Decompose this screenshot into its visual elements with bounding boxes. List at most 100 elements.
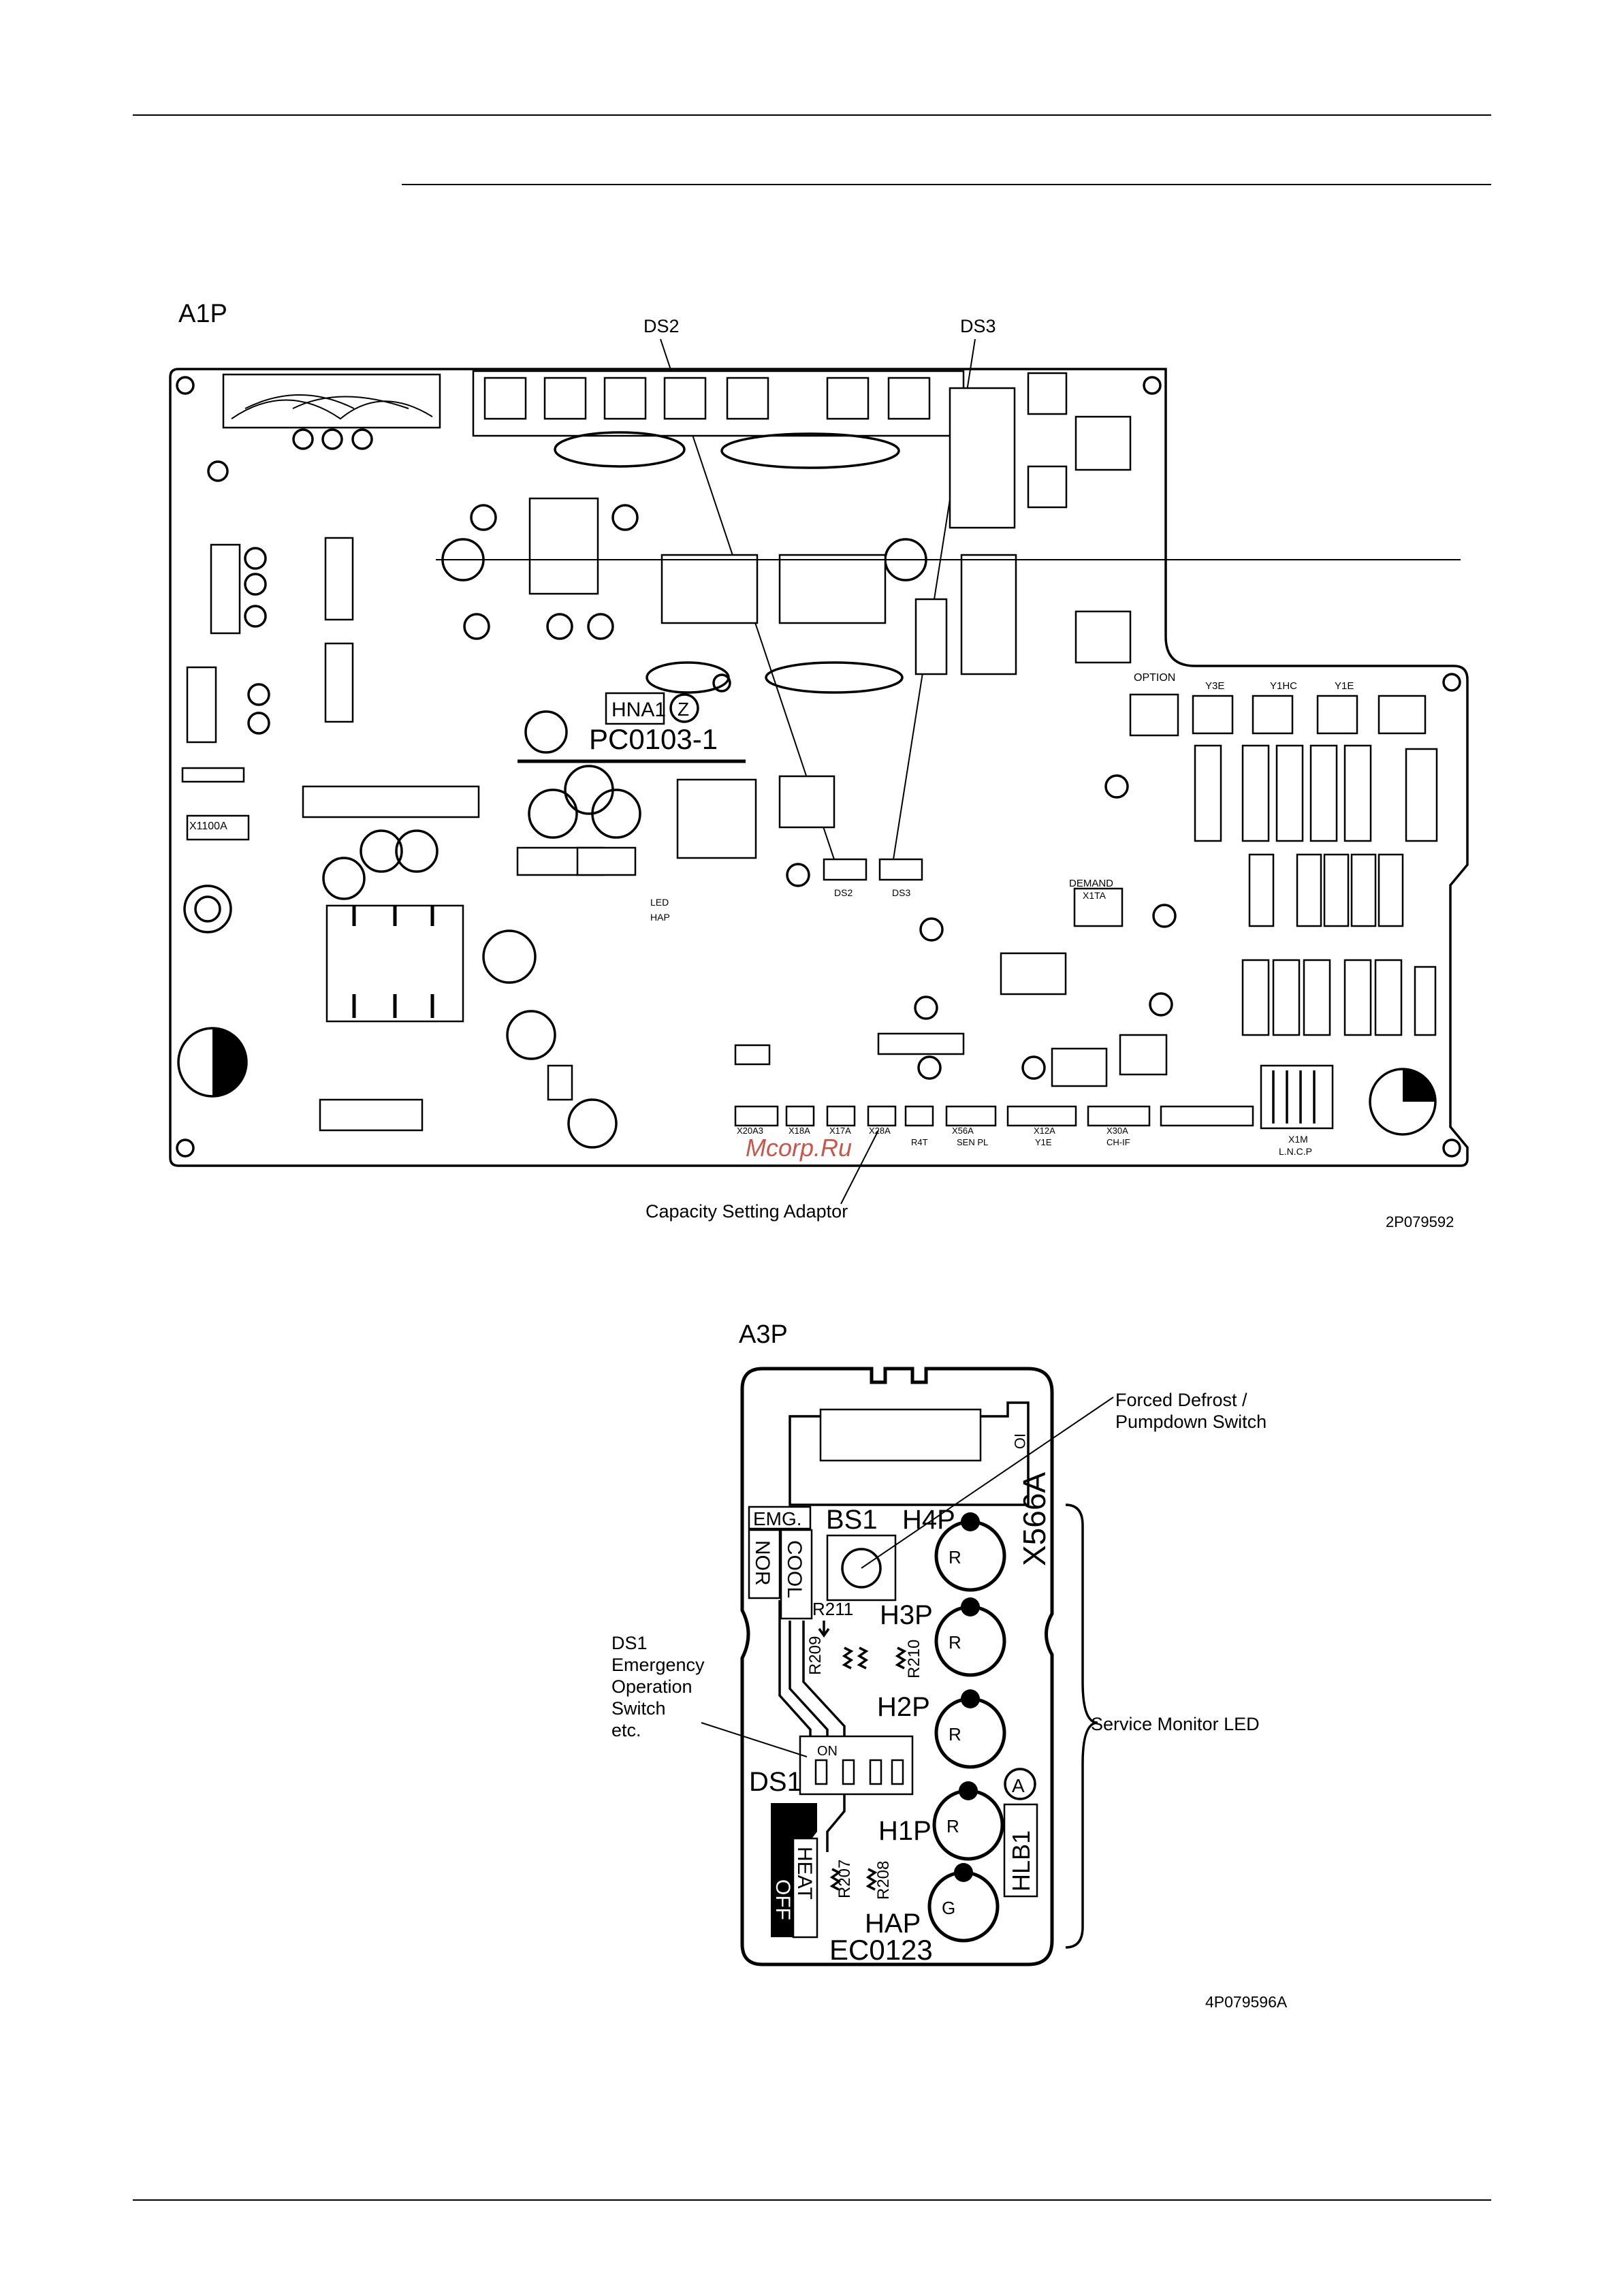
led-hap-lead <box>954 1863 973 1882</box>
mounting-hole <box>176 376 195 395</box>
switch-bs1-knob[interactable] <box>841 1548 882 1589</box>
emg-box <box>748 1506 812 1530</box>
capacity-label: Capacity Setting Adaptor <box>646 1201 848 1222</box>
switch-ds1-levers[interactable] <box>814 1759 904 1785</box>
bottom-rule <box>133 2199 1491 2201</box>
ic-ic919 <box>319 1098 424 1132</box>
silk-hap: HAP <box>865 1909 921 1939</box>
terminal-x1m <box>1260 1064 1334 1130</box>
led-h2p-r: R <box>949 1724 961 1745</box>
silk-x1100a: X1100A <box>189 821 227 832</box>
board-mark: HNA1 <box>611 699 666 721</box>
silk-x20a3: X20A3 <box>737 1126 763 1136</box>
forced-defrost-label-2: Pumpdown Switch <box>1115 1412 1267 1432</box>
connector-x103a <box>734 1044 771 1066</box>
connector-x1100a <box>186 814 250 841</box>
ic-ic1051 <box>576 846 637 876</box>
relay-terminal-row <box>483 377 931 420</box>
led-h3p-r: R <box>949 1632 961 1653</box>
led-h2p <box>934 1697 1006 1769</box>
led-h1p-r: R <box>946 1816 959 1836</box>
electrolytic-capacitor <box>786 863 810 887</box>
silk-ds2: DS2 <box>834 887 853 898</box>
mounting-hole <box>1442 1138 1461 1158</box>
hlb1-box <box>1003 1803 1038 1898</box>
ds1-label-2: Emergency <box>611 1655 705 1675</box>
silk-r211: R211 <box>812 1599 853 1619</box>
silk-r209: R209 <box>806 1636 825 1675</box>
service-monitor-bracket <box>1065 1503 1098 1949</box>
silk-y1hc: Y1HC <box>1270 680 1297 692</box>
top-rule <box>133 114 1491 116</box>
connector-x566a-body <box>819 1408 982 1462</box>
led-h4p <box>934 1520 1006 1592</box>
silk-x566a: X566A <box>1017 1472 1052 1566</box>
a1p-part-no: 2P079592 <box>1386 1213 1454 1230</box>
capacitor-c15 <box>186 666 217 744</box>
silk-ds3: DS3 <box>892 887 910 898</box>
watermark: Mcorp.Ru <box>746 1134 852 1162</box>
led-h1p <box>932 1789 1004 1861</box>
module-phonr <box>1074 610 1132 664</box>
electrolytic-capacitor <box>1021 1055 1046 1080</box>
silk-x12a: X12A <box>1034 1126 1055 1136</box>
silk-a-mark: A <box>1012 1775 1025 1796</box>
board-mark-z: Z <box>678 699 689 720</box>
switch-ds3 <box>878 858 923 881</box>
silk-h2p: H2P <box>877 1692 930 1722</box>
service-monitor-label: Service Monitor LED <box>1091 1714 1260 1734</box>
ds1-label-5: etc. <box>611 1720 641 1740</box>
resistor-r211-arrow <box>818 1621 830 1638</box>
connector-x3a <box>324 642 354 723</box>
a3p-title: A3P <box>739 1320 788 1349</box>
terminal-x1m-pins <box>1272 1070 1316 1124</box>
mounting-hole <box>1442 673 1461 692</box>
led-h2p-lead <box>961 1689 980 1708</box>
ic-module <box>528 497 599 595</box>
led-h1p-lead <box>959 1781 978 1800</box>
capacity-leader <box>840 1130 879 1205</box>
a3p-board-outline <box>740 1367 1054 1966</box>
capacitor-c22 <box>210 543 241 635</box>
ds1-label-3: Operation <box>611 1676 692 1697</box>
silk-r207: R207 <box>835 1860 854 1898</box>
resistor-r209-symbol <box>842 1646 854 1670</box>
silk-bs1: BS1 <box>826 1505 878 1535</box>
led-h3p-lead <box>961 1597 980 1616</box>
board-code: PC0103-1 <box>589 723 718 755</box>
fuse-resistor-row <box>1248 853 1404 927</box>
silk-x1m: X1M <box>1288 1134 1308 1145</box>
capacitor-c7 <box>949 387 1016 529</box>
led-h3p <box>934 1605 1006 1677</box>
forced-defrost-leader <box>861 1397 1114 1569</box>
silk-x56a: X56A <box>952 1126 974 1136</box>
a1p-title: A1P <box>178 300 227 328</box>
silk-io: IO <box>1011 1433 1028 1449</box>
silk-cool: COOL <box>783 1540 806 1598</box>
led-hap-g: G <box>942 1898 955 1918</box>
microcontroller <box>676 778 757 859</box>
ds2-label: DS2 <box>643 316 680 336</box>
silk-on: ON <box>817 1744 838 1759</box>
forced-defrost-label-1: Forced Defrost / <box>1115 1390 1247 1410</box>
section-rule <box>402 184 1491 185</box>
resistor-r8 <box>914 598 948 675</box>
silk-x1ta: X1TA <box>1083 890 1106 901</box>
silk-led: LED <box>650 897 669 908</box>
resistor-r208-symbol <box>865 1868 878 1891</box>
relay-row <box>1194 744 1438 842</box>
silk-h3p: H3P <box>880 1600 933 1630</box>
option-connectors <box>1129 693 1427 737</box>
electrolytic-capacitors <box>207 428 731 735</box>
capacitor-c8 <box>960 554 1017 675</box>
silk-senpl: SEN PL <box>957 1137 988 1147</box>
resistor-r210-symbol <box>895 1646 907 1670</box>
a3p-part-no: 4P079596A <box>1205 1993 1288 2011</box>
bottom-connectors <box>734 1105 1254 1127</box>
module-sw <box>1027 465 1068 509</box>
mounting-hole <box>176 1138 195 1158</box>
transformer-r58 <box>778 554 887 624</box>
silk-y1e: Y1E <box>1335 680 1354 692</box>
silk-r4t: R4T <box>911 1137 928 1147</box>
